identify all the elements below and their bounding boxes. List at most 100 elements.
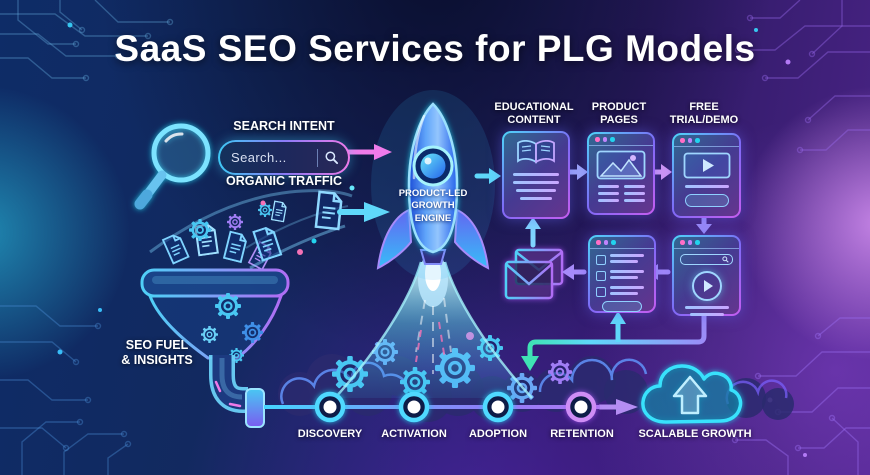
search-intent-label: SEARCH INTENT [233,119,335,133]
timeline-node-retention [565,391,597,423]
text-line [610,270,644,273]
window-dot [610,137,615,142]
play-button [691,271,722,301]
text-line [513,173,559,176]
stage-label-retention: RETENTION [550,428,614,440]
rocket-fin-left [376,208,413,270]
circuit-pattern-bottom-right [731,317,870,475]
rocket-fin-right [453,208,490,270]
checklist-window [588,235,656,313]
cta-button [684,194,729,207]
arrow-retention-to-growth [597,399,638,415]
channel-label-product-pages: PRODUCT PAGES [591,101,647,127]
organic-traffic-stream [245,185,355,270]
book-icon [517,140,555,164]
search-icon [722,256,729,263]
gear-icon [242,322,263,343]
mini-search-bar [680,254,733,265]
checklist-item [596,286,648,297]
arrow-rocket-to-content [474,168,501,184]
outcome-label-scalable-growth: SCALABLE GROWTH [638,428,752,440]
channel-label-educational-content: EDUCATIONAL CONTENT [494,101,574,127]
text-line [597,185,619,188]
pipe-flow-arrow [214,380,242,408]
arrow-content-to-pages [566,164,588,180]
pipe-icon [209,355,265,428]
pipe-flange [245,388,265,428]
text-line [689,313,724,316]
seo-fuel-label: SEO FUEL & INSIGHTS [121,338,193,367]
text-line [597,192,619,195]
window-dot [595,137,600,142]
window-dot [596,240,601,245]
gear-icon [548,360,572,384]
browser-topbar [590,237,654,249]
educational-content-card [502,131,570,219]
page-title: SaaS SEO Services for PLG Models [114,28,756,69]
arrow-search-to-rocket [345,144,392,160]
arrow-envelope-up [525,217,541,248]
checklist-item [596,270,648,281]
text-line [520,197,552,200]
envelope-icon [504,248,564,300]
text-line [610,286,644,289]
window-dot [687,138,692,143]
checkbox-icon [596,254,606,265]
cloud-upload-icon [641,364,743,424]
arrow-checklist-to-envelope [562,264,587,280]
rocket-exhaust [334,253,533,399]
circuit-pattern-top-left [0,0,174,82]
play-icon [702,159,714,172]
search-placeholder: Search... [231,150,287,165]
journey-timeline [264,391,600,423]
magnifier-icon [134,123,211,210]
checkbox-icon [596,286,606,297]
video-player-icon [683,152,730,179]
text-line [610,275,638,279]
arrow-trial-down [696,212,712,234]
text-line [684,306,729,309]
arrow-up-cyan [610,311,626,324]
text-line [623,199,645,202]
timeline-node-discovery [314,391,346,423]
search-bar: Search... [218,140,350,175]
window-dot [611,240,616,245]
organic-traffic-label: ORGANIC TRAFFIC [226,174,342,188]
rocket-icon [371,90,495,280]
text-line [516,189,556,192]
gear-icon [258,203,272,217]
text-line [623,185,645,188]
video-window [672,235,741,316]
funnel-icon [140,189,353,363]
gear-icon [227,214,243,230]
rocket-label: PRODUCT-LED GROWTH ENGINE [398,188,468,224]
text-line [684,185,729,188]
arrow-pages-to-trial [650,164,672,180]
document-icon [223,230,249,263]
search-divider [317,148,318,167]
window-dot [680,138,685,143]
checklist-item [596,254,648,265]
window-dot [602,137,607,142]
stream-arc [149,189,353,254]
browser-topbar [674,135,739,147]
arrow-stream-to-rocket [337,202,390,222]
channel-label-free-trial-demo: FREE TRIAL/DEMO [669,101,739,127]
text-line [610,259,638,263]
cta-button [602,301,642,312]
gear-icon [189,219,211,241]
document-icon [270,200,288,223]
window-dot [680,240,685,245]
text-line [597,199,619,202]
text-line [610,291,638,295]
up-arrow-icon [672,375,708,415]
browser-topbar [589,134,653,146]
gear-icon [215,293,241,319]
window-dot [687,240,692,245]
checkbox-icon [596,270,606,281]
arrow-down-green [521,356,539,371]
window-dot [695,138,700,143]
timeline-node-activation [398,391,430,423]
